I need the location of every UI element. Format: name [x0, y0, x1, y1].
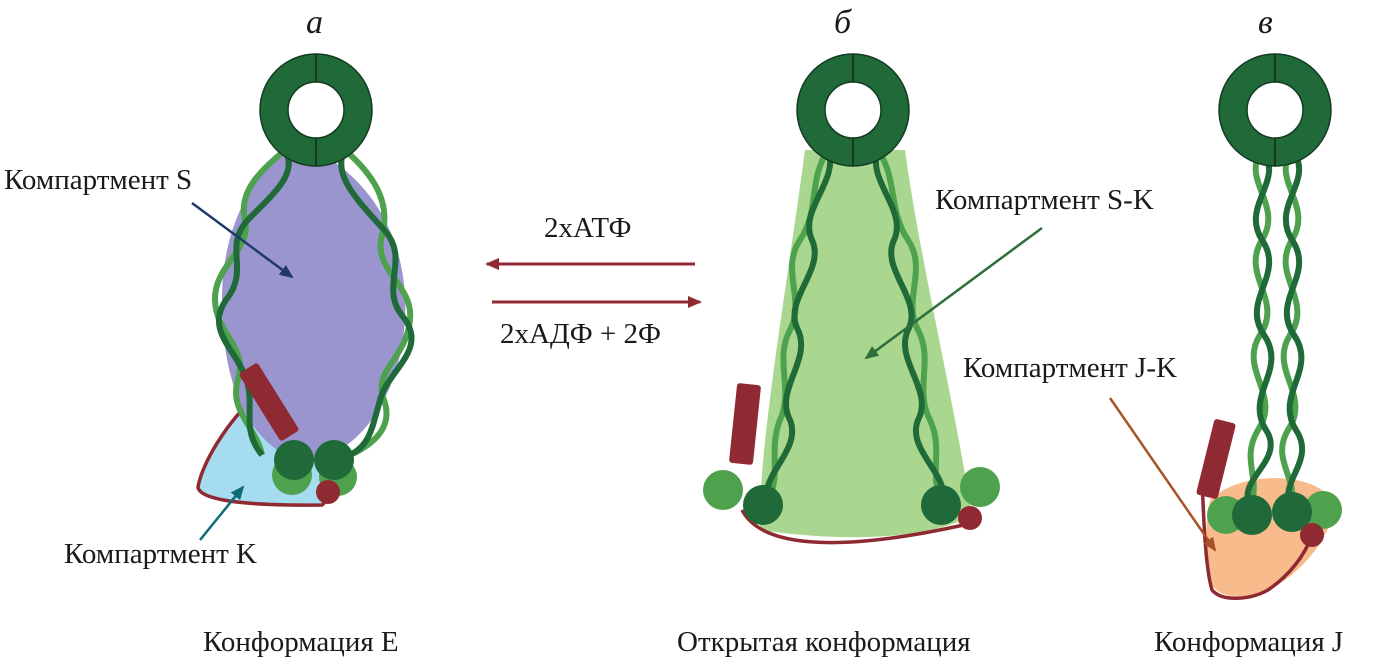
caption-panel-b: Открытая конформация	[677, 626, 971, 658]
panel-a-letter: а	[306, 4, 323, 41]
kleisin-bar	[729, 383, 761, 465]
atpase-heads	[272, 440, 357, 504]
label-reaction-reverse: 2хАДФ + 2Ф	[500, 318, 661, 350]
label-compartment-jk: Компартмент J-K	[963, 352, 1177, 384]
arrow-compartment-sk	[864, 226, 1043, 360]
caption-panel-a: Конформация E	[203, 626, 399, 658]
label-reaction-forward: 2хАТФ	[544, 212, 632, 244]
atpase-heads-left	[703, 470, 783, 525]
arrow-compartment-s	[191, 201, 294, 279]
panel-b-letter: б	[834, 4, 852, 41]
coil-b-left-inner	[764, 148, 834, 501]
hinge-ring	[1218, 53, 1332, 167]
label-compartment-sk: Компартмент S-K	[935, 184, 1154, 216]
hinge-ring	[796, 53, 910, 167]
coil-b-right-inner	[872, 148, 946, 501]
label-compartment-k: Компартмент K	[64, 538, 257, 570]
coil-c-left-inner	[1244, 148, 1275, 507]
reaction-arrows	[485, 258, 702, 308]
coil-left-outer	[211, 147, 287, 456]
coil-left-inner	[215, 148, 292, 457]
coil-right-outer	[343, 147, 414, 458]
panel-c-letter: в	[1258, 4, 1273, 41]
atpase-heads	[1207, 491, 1342, 547]
atpase-heads-right	[921, 467, 1000, 530]
panel-b	[703, 53, 1043, 545]
kleisin-bar	[239, 363, 299, 441]
coil-c-right-inner	[1283, 148, 1305, 507]
panel-c	[1108, 53, 1342, 600]
hinge-ring	[259, 53, 373, 167]
panel-a	[191, 53, 415, 541]
arrow-compartment-k	[199, 485, 245, 541]
compartment-sk-border	[740, 509, 969, 545]
coil-c-right-outer	[1279, 148, 1302, 507]
caption-panel-c: Конформация J	[1154, 626, 1344, 658]
arrow-compartment-jk	[1108, 397, 1217, 552]
label-compartment-s: Компартмент S	[4, 164, 193, 196]
coil-right-inner	[338, 148, 415, 458]
kleisin-bar	[1196, 419, 1236, 499]
coil-c-left-outer	[1247, 148, 1272, 507]
